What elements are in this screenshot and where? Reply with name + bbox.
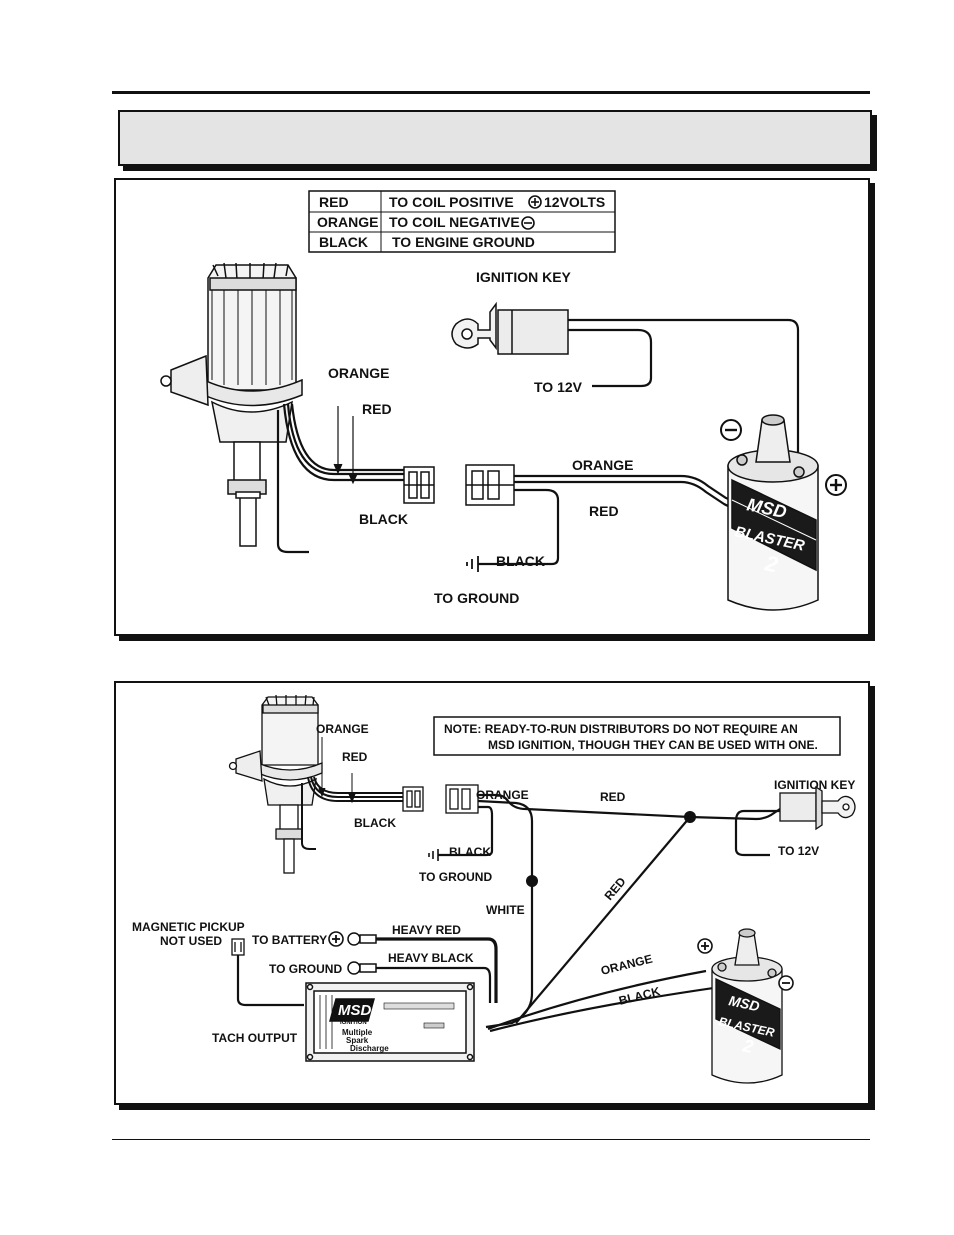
label-red-diagonal: RED (602, 874, 629, 903)
ground-symbol (466, 556, 479, 572)
section-header-box (118, 110, 872, 166)
legend-desc-red: TO COIL POSITIVE (389, 194, 514, 210)
label-black-ground: BLACK (449, 845, 491, 859)
wiring-diagram-ready-to-run: RED TO COIL POSITIVE 12VOLTS ORANGE TO C… (114, 178, 870, 636)
msd-box-desc-2: Spark (346, 1036, 369, 1045)
harness-connector-right (465, 464, 515, 506)
battery-plus-icon (328, 931, 344, 947)
legend-color-orange: ORANGE (317, 214, 378, 230)
note-line-2: MSD IGNITION, THOUGH THEY CAN BE USED WI… (488, 738, 818, 752)
label-not-used: NOT USED (160, 934, 222, 948)
label-to-ground: TO GROUND (419, 870, 492, 884)
ignition-key-switch (451, 301, 569, 355)
harness-connector-left (403, 466, 435, 504)
msd-box-brand: MSD (338, 1002, 372, 1019)
legend-desc-black: TO ENGINE GROUND (392, 234, 535, 250)
label-red-coil: RED (589, 503, 619, 519)
magnetic-pickup-connector (231, 938, 245, 956)
label-black-ground: BLACK (496, 553, 545, 569)
label-to-ground-2: TO GROUND (269, 962, 342, 976)
label-to-12v: TO 12V (778, 844, 819, 858)
label-white: WHITE (486, 903, 525, 917)
distributor-illustration (228, 694, 323, 874)
plus-icon (528, 195, 542, 209)
coil-illustration (727, 414, 819, 611)
note-line-1: NOTE: READY-TO-RUN DISTRIBUTORS DO NOT R… (444, 722, 798, 736)
label-orange-coil: ORANGE (599, 952, 653, 978)
coil-plus-icon (697, 938, 713, 954)
coil-plus-icon (825, 474, 847, 496)
distributor-harness (276, 403, 406, 554)
distributor-harness (301, 737, 404, 850)
minus-icon (521, 216, 535, 230)
ground-ring-terminal (347, 961, 377, 975)
diagram-1-svg: RED TO COIL POSITIVE 12VOLTS ORANGE TO C… (160, 190, 847, 611)
msd-box-desc-1: Multiple (342, 1028, 373, 1037)
label-red-distributor: RED (342, 750, 368, 764)
legend-color-red: RED (319, 194, 349, 210)
label-red-distributor: RED (362, 401, 392, 417)
ground-symbol (428, 849, 439, 861)
top-rule (112, 91, 870, 94)
label-orange-distributor: ORANGE (328, 365, 389, 381)
label-to-12v: TO 12V (534, 379, 583, 395)
coil-minus-icon (778, 975, 794, 991)
wire-legend-table: RED TO COIL POSITIVE 12VOLTS ORANGE TO C… (308, 190, 616, 253)
ignition-key-wires (568, 318, 800, 470)
label-to-ground: TO GROUND (434, 590, 519, 606)
coil-number-label: 2 (740, 1035, 755, 1057)
label-heavy-black: HEAVY BLACK (388, 951, 474, 965)
legend-extra-red: 12VOLTS (544, 194, 605, 210)
label-orange-coil: ORANGE (572, 457, 633, 473)
label-orange-distributor: ORANGE (316, 722, 369, 736)
label-orange-connector: ORANGE (476, 788, 529, 802)
label-ignition-key: IGNITION KEY (476, 269, 572, 285)
label-to-battery: TO BATTERY (252, 933, 327, 947)
wiring-diagram-with-msd-ignition: NOTE: READY-TO-RUN DISTRIBUTORS DO NOT R… (114, 681, 870, 1105)
msd-box-desc-3: Discharge (350, 1044, 389, 1053)
diagram-2-svg: NOTE: READY-TO-RUN DISTRIBUTORS DO NOT R… (132, 694, 856, 1084)
harness-connector-left (402, 786, 424, 812)
msd-ignition-box (305, 982, 475, 1062)
legend-color-black: BLACK (319, 234, 368, 250)
distributor-illustration (160, 262, 303, 547)
battery-ring-terminal (347, 932, 377, 946)
coil-number-label: 2 (762, 550, 781, 577)
label-red-top: RED (600, 790, 626, 804)
legend-desc-orange: TO COIL NEGATIVE (389, 214, 520, 230)
coil-illustration (711, 928, 783, 1084)
coil-minus-icon (720, 419, 742, 441)
ignition-key-switch (779, 785, 856, 831)
msd-box-sub: IGNITION (340, 1020, 367, 1026)
label-ignition-key: IGNITION KEY (774, 778, 855, 792)
junction-dot-red (684, 811, 696, 823)
label-black-distributor: BLACK (359, 511, 408, 527)
coil-brand-label: MSD (727, 992, 761, 1014)
harness-connector-right (445, 784, 479, 814)
label-magnetic-pickup: MAGNETIC PICKUP (132, 920, 245, 934)
label-tach-output: TACH OUTPUT (212, 1031, 298, 1045)
heavy-wire-red (374, 937, 498, 1003)
label-black-distributor: BLACK (354, 816, 396, 830)
bottom-rule (112, 1139, 870, 1140)
note-box: NOTE: READY-TO-RUN DISTRIBUTORS DO NOT R… (433, 716, 841, 756)
label-heavy-red: HEAVY RED (392, 923, 461, 937)
junction-dot-white (526, 875, 538, 887)
